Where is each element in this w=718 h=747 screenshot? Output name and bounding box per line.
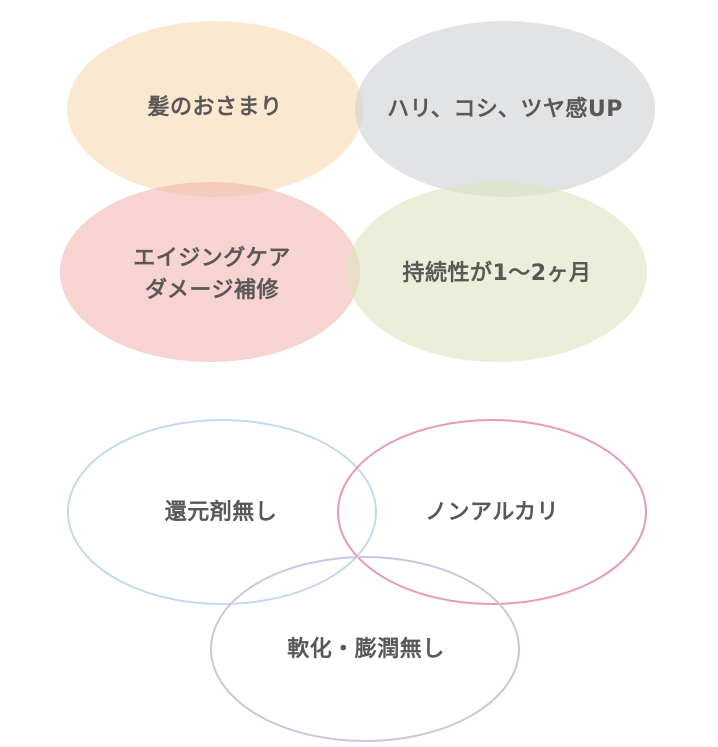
feature-label-no-softening: 軟化・膨潤無し: [287, 637, 445, 662]
feature-ellipse-non-alkali: [337, 419, 647, 605]
feature-label-no-reducing-agent: 還元剤無し: [164, 500, 278, 525]
feature-ellipse-no-softening: [210, 556, 520, 742]
feature-label-non-alkali: ノンアルカリ: [424, 500, 560, 525]
benefit-ellipse-aging-care: [60, 182, 360, 362]
feature-ellipse-no-reducing-agent: [67, 419, 377, 605]
benefit-ellipse-firmness: [355, 21, 655, 197]
benefits-group: [60, 21, 655, 362]
benefit-label-duration: 持続性が1～2ヶ月: [402, 261, 592, 286]
benefit-ellipse-hair-settle: [67, 21, 363, 197]
features-group: [67, 419, 647, 742]
benefit-label-firmness: ハリ、コシ、ツヤ感UP: [387, 97, 623, 122]
benefit-label-aging-care-line-2: ダメージ補修: [145, 278, 279, 303]
benefit-ellipse-duration: [347, 182, 647, 362]
benefit-label-aging-care-line-1: エイジングケア: [133, 246, 291, 271]
benefit-label-aging-care: エイジングケア ダメージ補修: [133, 243, 291, 307]
benefit-label-hair-settle: 髪のおさまり: [147, 95, 283, 120]
